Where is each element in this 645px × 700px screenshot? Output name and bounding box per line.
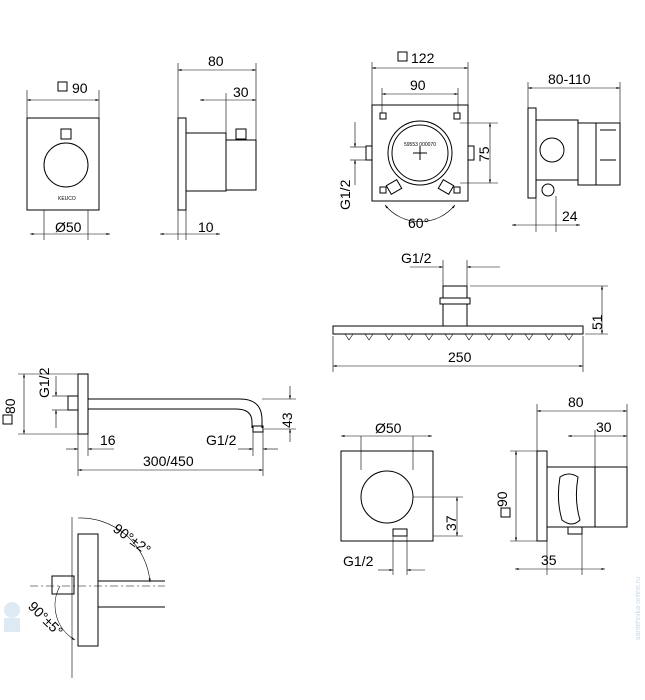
brand-logo-text: KEUCO (58, 196, 76, 202)
dim-box-offset: 24 (562, 208, 578, 224)
dim-outlet-offset: 35 (541, 552, 557, 568)
dim-box-depth: 80-110 (548, 71, 591, 87)
box-side-view: 80-110 24 (512, 71, 621, 232)
outlet-front-view: Ø50 37 G1/2 (340, 420, 463, 575)
dim-box-thread: G1/2 (337, 179, 353, 210)
watermark-logo (4, 602, 20, 632)
dim-arm-thread-top: G1/2 (36, 367, 52, 398)
trim-side-view: 80 30 10 (160, 53, 257, 240)
dim-arm-plate: 80 (2, 398, 18, 414)
dim-arm-thread-bottom: G1/2 (206, 432, 237, 448)
rotation-view: 90°±2° 90°±5° (25, 517, 165, 678)
dim-outlet-height: 37 (443, 515, 459, 531)
dim-trim-depth: 80 (208, 53, 224, 69)
dim-knob-depth: 30 (233, 84, 249, 100)
outlet-side-view: 80 30 90 35 (494, 394, 628, 575)
dim-outlet-diameter: Ø50 (375, 420, 402, 436)
dim-arm-offset: 16 (100, 432, 116, 448)
dim-head-height: 51 (589, 314, 605, 330)
shower-arm-view: 80 G1/2 16 G1/2 300/450 43 (2, 367, 296, 476)
box-front-view: 59553 000070 122 90 75 G1/2 60° (337, 50, 498, 231)
dim-arm-drop: 43 (279, 412, 295, 428)
dim-rotation-lower: 90°±5° (25, 598, 66, 639)
trim-front-view: KEUCO 90 Ø50 (26, 80, 110, 240)
dim-box-inner: 90 (410, 77, 426, 93)
dim-rotation-upper: 90°±2° (110, 520, 154, 558)
dim-arm-length: 300/450 (143, 453, 194, 469)
dim-plate: 10 (198, 219, 214, 235)
box-label: 59553 000070 (404, 142, 436, 148)
dim-box-outer: 122 (411, 50, 435, 66)
dim-head-width: 250 (448, 349, 472, 365)
dim-box-angle: 60° (408, 215, 429, 231)
dim-outlet-thread: G1/2 (343, 553, 374, 569)
dim-trim-diameter: Ø50 (55, 219, 82, 235)
dim-outlet-knob: 30 (596, 419, 612, 435)
dim-outlet-depth: 80 (568, 394, 584, 410)
dim-trim-width: 90 (72, 80, 88, 96)
dim-head-thread: G1/2 (401, 250, 432, 266)
shower-head-view: G1/2 51 250 (332, 250, 608, 372)
dim-box-height: 75 (476, 146, 492, 162)
watermark-text: santehnika-online.ru (635, 577, 642, 640)
dim-outlet-plate: 90 (494, 491, 510, 507)
